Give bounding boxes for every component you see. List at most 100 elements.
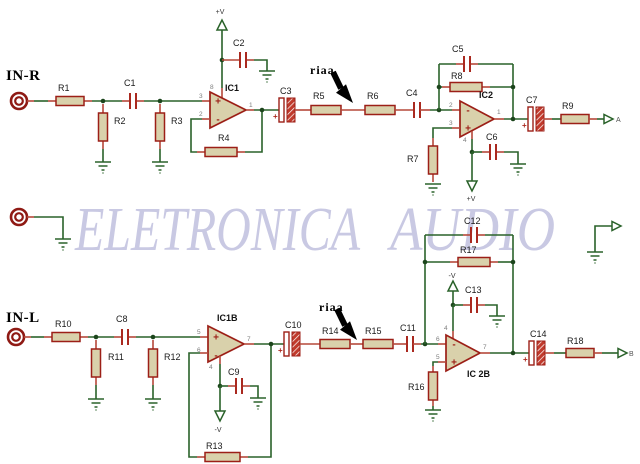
capacitor-c1: C1	[122, 78, 144, 109]
opamp-ic1: +V + - IC1 3 2 1 8	[199, 9, 253, 130]
ic1-plus-sign: +	[215, 97, 221, 108]
ground-symbol	[509, 163, 527, 176]
output-arrow-icon	[611, 220, 622, 232]
ic1b-pin7: 7	[247, 336, 251, 343]
label-c13: C13	[465, 285, 482, 295]
label-r16: R16	[408, 382, 425, 392]
ic2-pin3: 3	[449, 120, 453, 127]
floating-output-ground	[586, 220, 622, 264]
ic1b-minus-sign: -	[214, 351, 217, 362]
ground-symbol	[144, 398, 162, 411]
power-flag-vplus-icon	[216, 19, 228, 31]
label-c14: C14	[530, 329, 547, 339]
capacitor-c7: + C7	[522, 95, 545, 132]
ic2-pin4: 4	[463, 137, 467, 144]
input-label-in-r: IN-R	[6, 68, 41, 84]
capacitor-c12: C12	[425, 216, 513, 243]
label-r11: R11	[108, 352, 124, 362]
output-arrow-a-icon	[603, 113, 614, 125]
ic1-pin2: 2	[199, 111, 203, 118]
ground-symbol	[87, 398, 105, 411]
input-connector-r	[9, 91, 29, 111]
ground-symbol	[424, 409, 442, 422]
label-r15: R15	[365, 326, 382, 336]
input-label-in-l: IN-L	[6, 310, 40, 326]
label-r17: R17	[460, 245, 477, 255]
resistor-r15: R15	[362, 326, 394, 350]
ic2b-pin5: 5	[436, 354, 440, 361]
ground-symbol	[258, 70, 276, 83]
power-flag-ic1b: -V	[214, 386, 226, 434]
capacitor-c9: C9	[217, 356, 267, 410]
power-flag-vplus-icon	[466, 180, 478, 192]
label-r9: R9	[562, 101, 574, 111]
label-ic2b: IC 2B	[467, 369, 491, 379]
label-r6: R6	[367, 91, 379, 101]
watermark: ELETRONICA AUDIO	[74, 196, 555, 264]
ic1b-pin4: 4	[209, 364, 213, 371]
ic2-pin2: 2	[449, 102, 453, 109]
label-c12: C12	[464, 216, 481, 226]
power-flag-ic2b: -V	[447, 273, 459, 305]
ground-symbol	[151, 161, 169, 174]
resistor-r10: R10	[44, 319, 88, 343]
ground-symbol	[488, 315, 506, 328]
label-r1: R1	[58, 83, 70, 93]
resistor-r12: R12	[144, 340, 181, 411]
watermark-word1: ELETRONICA	[74, 196, 361, 264]
power-flag-vneg-icon	[447, 280, 459, 292]
label-ic1b: IC1B	[217, 313, 238, 323]
opamp-ic1b: + - IC1B 5 6 7 4	[197, 313, 251, 371]
riaa-annotation-top: riaa	[310, 63, 353, 103]
resistor-r17: R17	[425, 245, 513, 268]
label-r14: R14	[322, 326, 339, 336]
ic2b-pin7: 7	[483, 344, 487, 351]
resistor-r5: R5	[310, 91, 342, 116]
ic1b-plus-sign: +	[213, 333, 219, 344]
resistor-r4: R4	[190, 110, 263, 158]
ground-connector-jack	[9, 207, 29, 227]
power-flag-vneg-icon	[214, 410, 226, 422]
ic2b-pin6: 6	[436, 336, 440, 343]
resistor-r7: R7	[407, 127, 460, 196]
label-r4: R4	[218, 133, 230, 143]
label-r7: R7	[407, 154, 419, 164]
capacitor-c8: C8	[114, 314, 136, 345]
label-c8: C8	[116, 314, 128, 324]
resistor-r1: R1	[48, 83, 92, 107]
resistor-r11: R11	[87, 340, 124, 411]
label-r2: R2	[114, 116, 126, 126]
power-flag-ic2: +V	[466, 152, 478, 203]
resistor-r2: R2	[94, 104, 126, 174]
ic2-pin1: 1	[497, 109, 501, 116]
resistor-r6: R6	[364, 91, 396, 116]
c14-plus-mark: +	[523, 355, 528, 364]
label-ic1: IC1	[225, 83, 239, 93]
capacitor-c11: C11	[400, 323, 421, 352]
label-riaa-top: riaa	[310, 63, 335, 77]
label-r8: R8	[451, 71, 463, 81]
capacitor-c3: + C3	[273, 86, 296, 123]
ground-connector	[9, 207, 72, 251]
capacitor-c13: C13	[450, 285, 506, 328]
label-vneg-ic1b: -V	[215, 427, 222, 434]
ic1-minus-sign: -	[216, 115, 219, 126]
label-r10: R10	[55, 319, 72, 329]
ic1-pin3: 3	[199, 93, 203, 100]
riaa-arrow-icon	[336, 84, 353, 103]
label-c5: C5	[452, 44, 464, 54]
riaa-annotation-bottom: riaa	[319, 300, 357, 340]
label-c1: C1	[124, 78, 136, 88]
left-channel: IN-L R10 R11 C8	[6, 216, 634, 463]
right-channel: IN-R R1 R2 C1	[6, 9, 621, 203]
ic2b-pin4: 4	[444, 325, 448, 332]
ic2-minus-sign: -	[466, 106, 469, 117]
opamp-ic2b: - + IC 2B 6 5 7 4	[436, 325, 491, 379]
label-r13: R13	[206, 441, 223, 451]
label-r3: R3	[171, 116, 183, 126]
label-ic2: IC2	[479, 90, 493, 100]
label-c3: C3	[280, 86, 292, 96]
label-c7: C7	[526, 95, 538, 105]
